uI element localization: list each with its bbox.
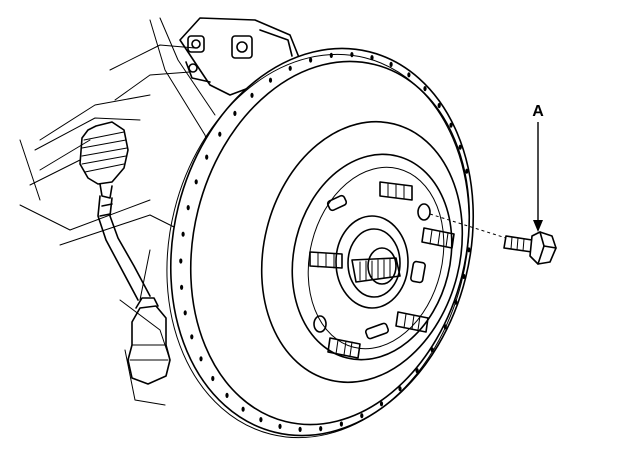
vent-hole bbox=[278, 423, 282, 429]
vent-hole bbox=[458, 144, 462, 150]
wheel-stud bbox=[421, 227, 455, 249]
vent-hole bbox=[443, 324, 447, 330]
vent-hole bbox=[319, 426, 323, 432]
vent-hole bbox=[339, 421, 343, 427]
vent-hole bbox=[225, 392, 229, 398]
vent-hole bbox=[241, 406, 245, 412]
vent-hole bbox=[423, 86, 427, 92]
vent-hole bbox=[329, 52, 333, 59]
wheel-stud bbox=[379, 181, 413, 201]
vent-hole bbox=[454, 299, 458, 305]
vent-hole bbox=[389, 61, 393, 67]
vent-hole bbox=[288, 65, 292, 71]
vent-hole bbox=[250, 92, 254, 98]
alignment-dashed-line bbox=[429, 213, 507, 239]
vent-hole bbox=[181, 231, 185, 237]
vent-hole bbox=[415, 368, 419, 374]
tie-rod-assembly bbox=[79, 121, 151, 301]
vent-hole bbox=[183, 310, 187, 316]
vent-hole bbox=[465, 168, 469, 174]
hub-bolt bbox=[503, 231, 557, 265]
vent-hole bbox=[259, 417, 263, 423]
vent-hole bbox=[467, 247, 471, 253]
wheel-stud bbox=[395, 311, 429, 333]
vent-hole bbox=[205, 154, 209, 160]
callout-a: A bbox=[532, 103, 544, 232]
vent-hole bbox=[298, 426, 302, 432]
vent-hole bbox=[430, 347, 434, 353]
vent-hole bbox=[186, 205, 190, 211]
vent-hole bbox=[194, 179, 198, 185]
hub-spindle bbox=[351, 257, 401, 283]
disc-vent-holes bbox=[179, 52, 471, 432]
vent-hole bbox=[360, 413, 364, 419]
wheel-studs bbox=[309, 181, 455, 359]
hub-center bbox=[335, 215, 409, 309]
wheel-stud bbox=[327, 337, 361, 359]
vent-hole bbox=[370, 55, 374, 61]
vent-hole bbox=[211, 375, 215, 382]
vent-hole bbox=[309, 57, 313, 63]
vent-hole bbox=[379, 401, 384, 407]
vent-hole bbox=[407, 72, 411, 78]
vent-hole bbox=[190, 334, 194, 340]
vent-hole bbox=[437, 102, 441, 109]
hub-face bbox=[291, 153, 453, 361]
brake-disc bbox=[166, 47, 475, 439]
vent-hole bbox=[199, 356, 203, 362]
vent-hole bbox=[350, 52, 354, 58]
vent-hole bbox=[449, 122, 453, 128]
lug-hole bbox=[313, 315, 327, 333]
wheel-stud bbox=[309, 251, 343, 269]
vent-hole bbox=[268, 77, 273, 83]
callout-label-a: A bbox=[532, 103, 544, 120]
vent-hole bbox=[398, 386, 402, 392]
lug-hole bbox=[417, 203, 431, 221]
vent-hole bbox=[462, 273, 466, 279]
ball-joint bbox=[127, 297, 171, 385]
vent-hole bbox=[179, 258, 183, 264]
vent-hole bbox=[180, 284, 184, 290]
vent-hole bbox=[218, 131, 222, 137]
callout-arrowhead bbox=[533, 220, 543, 232]
vent-hole bbox=[233, 110, 237, 116]
